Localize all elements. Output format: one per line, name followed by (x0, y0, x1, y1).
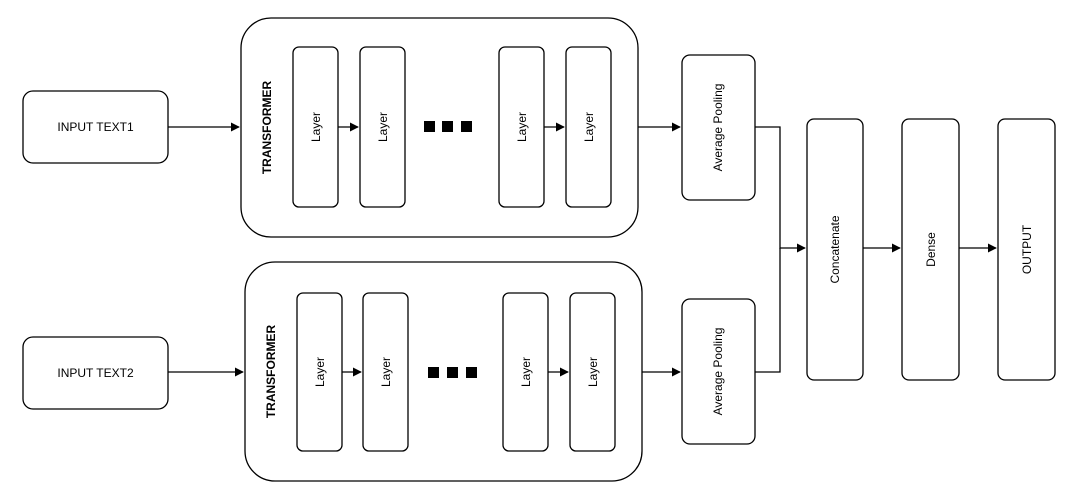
branch-top: INPUT TEXT1 TRANSFORMER Layer Layer Laye… (22, 17, 756, 238)
layer-top-2-label: Layer (376, 112, 390, 142)
dense-box (901, 118, 960, 381)
concatenate-box (806, 118, 864, 381)
ellipsis-bottom (428, 367, 477, 378)
layer-top-4-label: Layer (582, 112, 596, 142)
layer-bottom-4-label: Layer (586, 357, 600, 387)
input-text2-box (22, 336, 169, 410)
layer-bottom-3-label: Layer (519, 357, 533, 387)
layer-bottom-1-label: Layer (313, 357, 327, 387)
ellipsis-top-dot-2 (442, 121, 453, 132)
layer-bottom-2 (362, 292, 409, 452)
pooling-top-label: Average Pooling (711, 84, 725, 172)
layer-bottom-2-label: Layer (379, 357, 393, 387)
output-box (997, 118, 1056, 381)
input-text1-label: INPUT TEXT1 (57, 120, 134, 134)
layer-bottom-4 (569, 292, 616, 452)
output-label: OUTPUT (1020, 224, 1034, 274)
connector-pooling-bottom-to-concatenate (755, 248, 781, 373)
head: Concatenate Dense OUTPUT (755, 118, 1056, 381)
ellipsis-bottom-dot-2 (447, 367, 458, 378)
input-text2-label: INPUT TEXT2 (57, 366, 134, 380)
ellipsis-top-dot-1 (424, 121, 435, 132)
layer-top-1-label: Layer (309, 112, 323, 142)
transformer-bottom-title: TRANSFORMER (264, 325, 278, 419)
concatenate-label: Concatenate (828, 215, 842, 283)
pooling-bottom-label: Average Pooling (711, 328, 725, 416)
layer-top-2 (359, 46, 406, 208)
dense-label: Dense (924, 232, 938, 267)
ellipsis-top-dot-3 (461, 121, 472, 132)
layer-top-3-label: Layer (515, 112, 529, 142)
transformer-top-title: TRANSFORMER (260, 81, 274, 175)
ellipsis-top (424, 121, 472, 132)
branch-bottom: INPUT TEXT2 TRANSFORMER Layer Layer Laye… (22, 261, 756, 482)
ellipsis-bottom-dot-1 (428, 367, 439, 378)
arrow-pooling-top-to-concatenate (755, 126, 806, 253)
ellipsis-bottom-dot-3 (466, 367, 477, 378)
layer-top-4 (565, 46, 612, 208)
